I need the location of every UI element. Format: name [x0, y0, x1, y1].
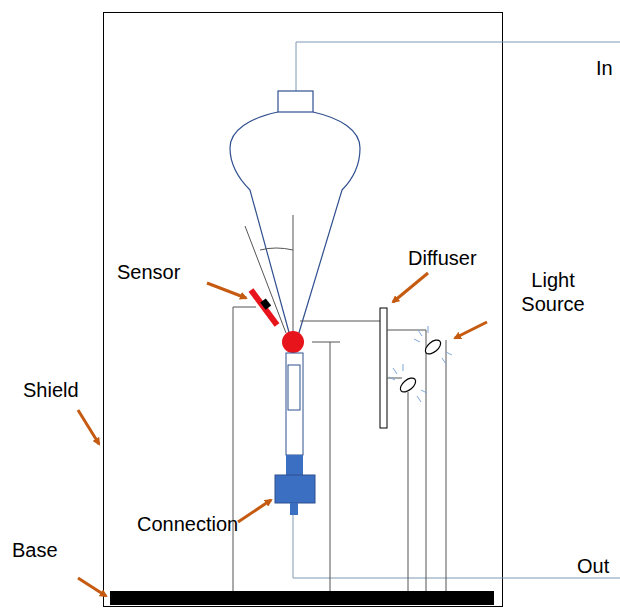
- port-label: Out: [577, 554, 609, 578]
- callout-arrows: [78, 273, 487, 596]
- part-label: Shield: [23, 378, 79, 402]
- diffuser-holder: [300, 321, 381, 322]
- sensor-chip: [260, 298, 271, 309]
- droplet: [282, 331, 304, 353]
- connection-stem: [290, 503, 298, 515]
- axis-line: [293, 215, 294, 332]
- part-label: Light Source: [510, 268, 596, 316]
- base-plate: [110, 591, 494, 605]
- sensor-plate: [251, 290, 277, 325]
- light-rays: [389, 326, 452, 402]
- funnel-cap: [278, 91, 313, 112]
- part-label: Connection: [137, 512, 238, 536]
- tube-fitting: [286, 455, 303, 475]
- part-label: Diffuser: [408, 246, 477, 270]
- tube-insert: [288, 365, 300, 410]
- connection-block: [275, 475, 315, 503]
- droplet-holder: [312, 342, 340, 591]
- shield-outline: [104, 13, 503, 607]
- funnel-body: [230, 112, 360, 336]
- part-label: Base: [12, 538, 58, 562]
- capillary-tube: [286, 353, 303, 455]
- inlet-tube: [296, 42, 620, 91]
- light-bulb: [398, 375, 418, 394]
- light-brackets: [387, 330, 446, 591]
- sensor-axis: [245, 226, 286, 333]
- part-label: Sensor: [117, 260, 180, 284]
- diffuser-plate: [380, 308, 387, 428]
- light-bulb: [423, 337, 443, 356]
- sensor-mount: [233, 307, 256, 591]
- outlet-tube: [293, 515, 620, 578]
- port-label: In: [596, 56, 613, 80]
- angle-arc: [260, 248, 293, 250]
